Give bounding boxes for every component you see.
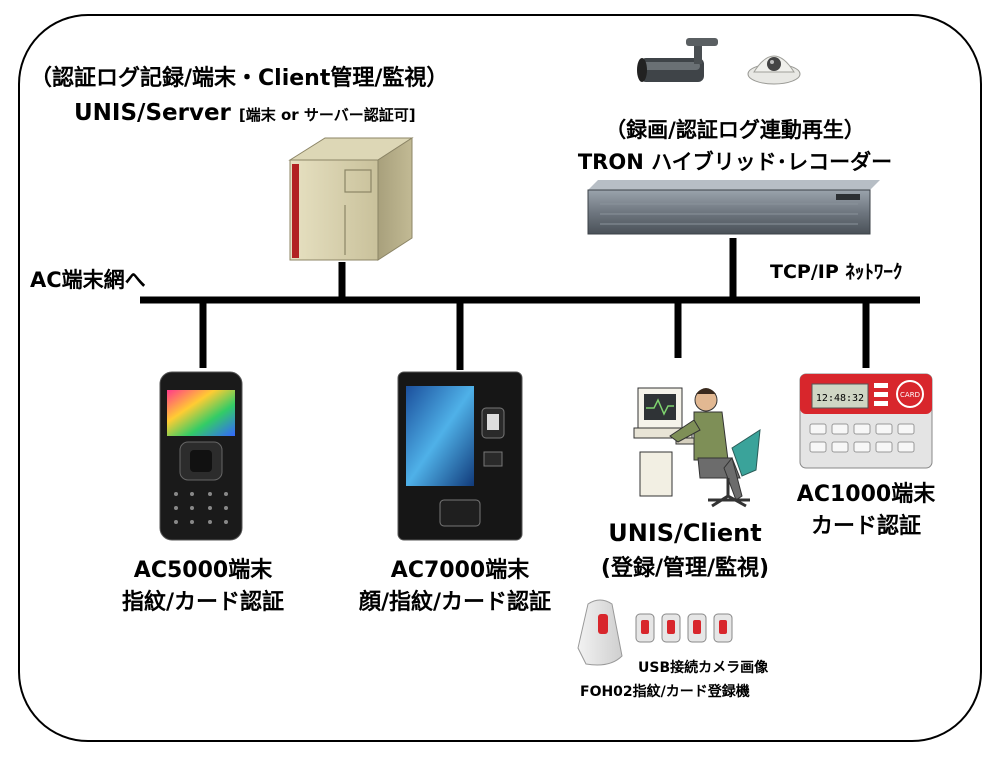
foh02-enroller-image (577, 599, 623, 666)
recorder-name-label: TRON ハイブリッド･レコーダー (577, 150, 893, 174)
ac7000-terminal-image (397, 371, 523, 541)
network-lines (140, 238, 920, 370)
diagram-frame (18, 14, 982, 742)
tcpip-network-label: TCP/IP ﾈｯﾄﾜｰｸ (770, 261, 903, 283)
ac1000-terminal-image: 12:48:32 CARD (799, 373, 933, 469)
ac7000-name-label: AC7000端末 (390, 558, 530, 583)
foh02-name-label: FOH02指紋/カード登録機 (580, 684, 750, 700)
ac5000-name-label: AC5000端末 (133, 558, 273, 583)
ac5000-desc-label: 指紋/カード認証 (121, 590, 285, 615)
client-desc-label: (登録/管理/監視) (600, 556, 770, 581)
client-name-label: UNIS/Client (608, 519, 762, 547)
ac5000-terminal-image (159, 371, 243, 541)
server-name-label: UNIS/Server [端末 or サーバー認証可] (74, 100, 416, 126)
recorder-function-label: （録画/認証ログ連動再生） (605, 118, 865, 142)
server-name-main: UNIS/Server (74, 100, 239, 126)
ac1000-desc-label: カード認証 (810, 514, 921, 539)
ac-network-label: AC端末網へ (30, 268, 146, 292)
client-workstation-image (633, 387, 761, 508)
server-tower-image (288, 137, 414, 261)
bullet-camera-image (637, 38, 718, 82)
finger-camera-images (635, 613, 733, 643)
hybrid-recorder-image (587, 180, 880, 235)
dome-camera-image (747, 55, 801, 85)
server-function-label: （認証ログ記録/端末・Client管理/監視） (30, 66, 449, 91)
server-auth-note: [端末 or サーバー認証可] (238, 106, 416, 124)
ac1000-display-text: 12:48:32 (816, 393, 864, 404)
ac7000-desc-label: 顔/指紋/カード認証 (358, 590, 552, 615)
ac1000-card-logo-text: CARD (900, 391, 920, 399)
foh02-camera-label: USB接続カメラ画像 (638, 660, 769, 676)
ac1000-name-label: AC1000端末 (796, 482, 936, 507)
